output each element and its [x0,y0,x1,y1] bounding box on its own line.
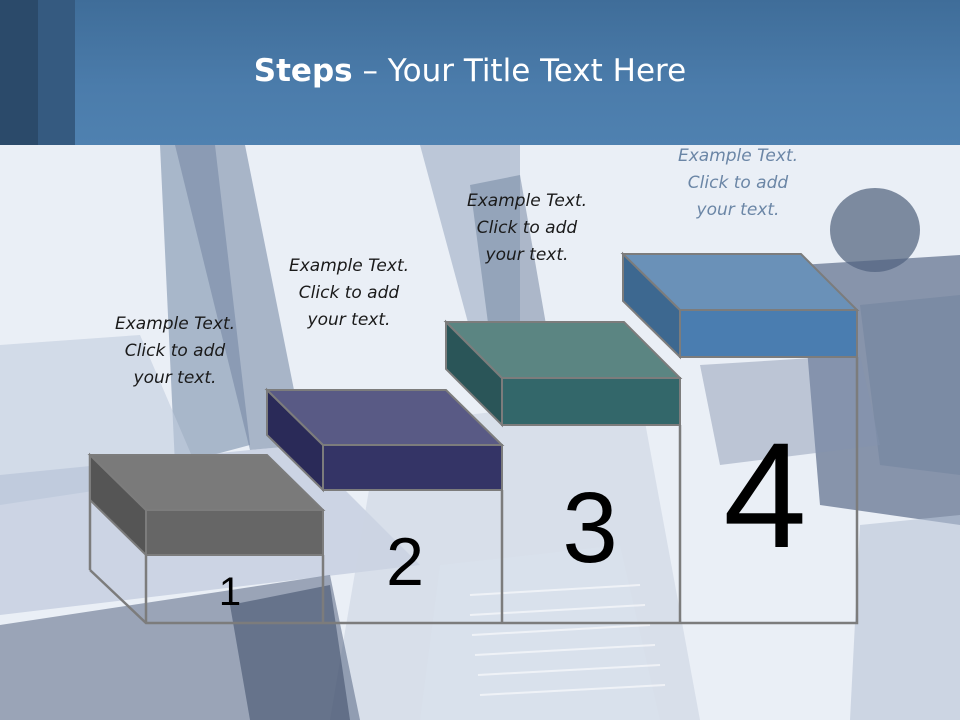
step-3-caption-line-1: Example Text. [466,191,588,211]
step-1-front [145,509,324,556]
step-1-caption-line-1: Example Text. [114,314,236,334]
step-1-caption-line-3: your text. [133,368,217,388]
step-number-4: 4 [723,411,807,579]
step-2-caption-line-3: your text. [307,310,391,330]
step-number-1: 1 [218,570,242,614]
step-3-caption-line-3: your text. [485,245,569,265]
step-caption-3[interactable]: Example Text. Click to add your text. [442,188,612,269]
step-2-caption-line-2: Click to add [298,283,400,303]
title-banner: Steps – Your Title Text Here [0,0,960,145]
step-4-front [679,309,858,358]
step-2-front [322,444,503,491]
slide-title[interactable]: Steps – Your Title Text Here [0,53,940,89]
step-number-2: 2 [386,524,424,600]
step-3-front [501,377,681,426]
step-number-3: 3 [562,472,618,584]
step-block-2[interactable] [264,387,505,493]
step-4-caption-line-2: Click to add [687,173,789,193]
banner-strip-dark [0,0,38,145]
step-block-3[interactable] [443,319,683,428]
step-4-caption-line-1: Example Text. [677,146,799,166]
step-caption-1[interactable]: Example Text. Click to add your text. [90,311,260,392]
title-rest: – Your Title Text Here [352,53,687,89]
step-block-4[interactable] [620,251,860,360]
step-2-caption-line-1: Example Text. [288,256,410,276]
step-3-caption-line-2: Click to add [476,218,578,238]
step-block-1[interactable] [87,452,326,558]
step-caption-2[interactable]: Example Text. Click to add your text. [264,253,434,334]
title-bold: Steps [253,53,353,89]
step-1-caption-line-2: Click to add [124,341,226,361]
banner-strip-medium [38,0,75,145]
step-4-caption-line-3: your text. [696,200,780,220]
step-caption-4[interactable]: Example Text. Click to add your text. [653,143,823,224]
